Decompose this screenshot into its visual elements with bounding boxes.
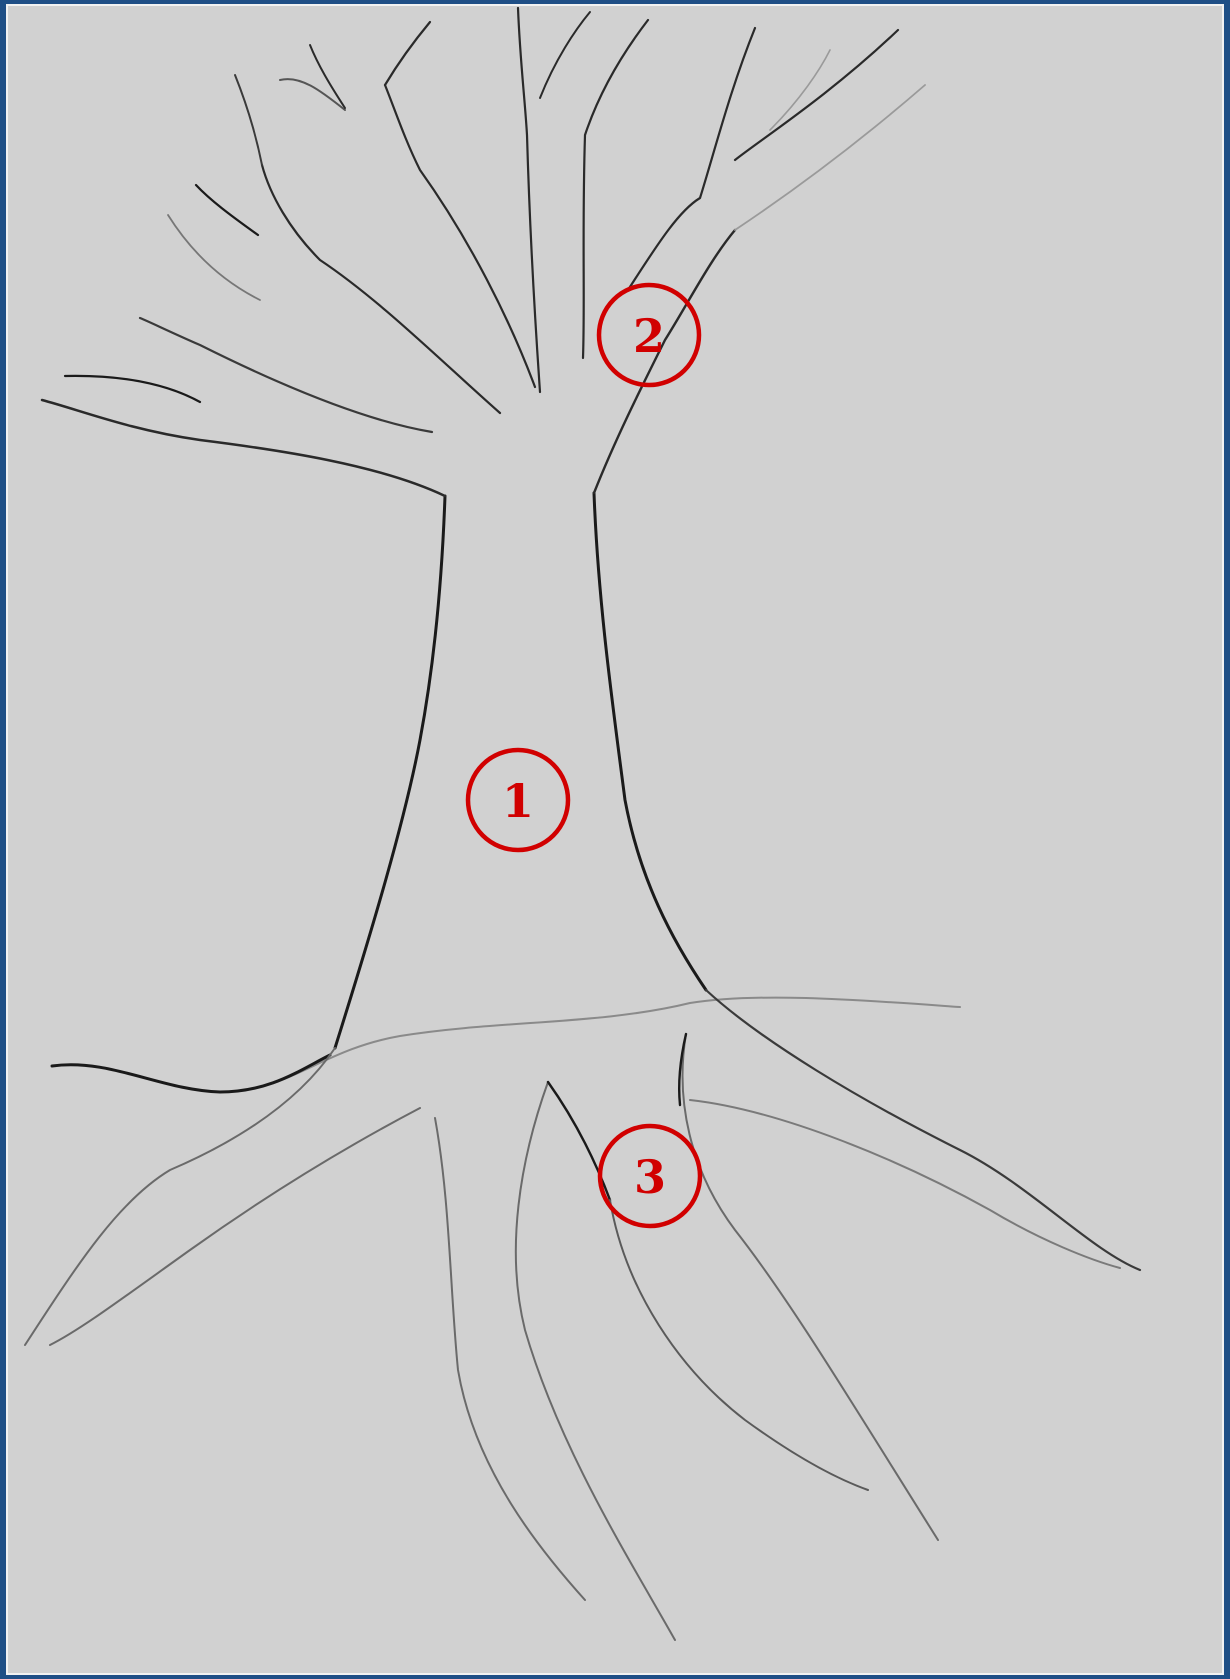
root-right xyxy=(683,1034,938,1540)
branch-right-faint-b xyxy=(770,50,830,130)
marker-1-label: 1 xyxy=(502,774,534,828)
branch-center xyxy=(518,8,540,392)
root-far-right-lower xyxy=(690,1100,1120,1268)
branch-left-upper xyxy=(140,318,432,432)
root-left xyxy=(50,1108,420,1345)
marker-3: 3 xyxy=(600,1126,700,1226)
ground-line xyxy=(52,998,960,1092)
branch-mid-left xyxy=(262,165,500,413)
branch-left-long xyxy=(42,400,445,496)
branch-center-left xyxy=(385,85,535,387)
trunk-right-edge xyxy=(594,493,706,990)
root-far-right xyxy=(706,990,1140,1270)
root-far-left xyxy=(25,1048,335,1345)
branch-mid-left-top xyxy=(235,75,262,165)
ground-line-dark-start xyxy=(52,1055,330,1092)
branch-right-fork xyxy=(735,30,898,160)
branch-center-left-fork xyxy=(310,45,345,108)
marker-2-label: 2 xyxy=(633,309,665,363)
root-center-left xyxy=(435,1118,585,1600)
branch-mid-left-twig xyxy=(196,185,258,235)
branch-center-twig xyxy=(540,12,590,98)
branch-center-left-fork-b xyxy=(385,22,430,85)
branch-right-faint xyxy=(735,85,925,230)
root-center-right xyxy=(610,1200,868,1490)
branch-center-right xyxy=(583,20,648,358)
trunk-left-edge xyxy=(335,496,445,1048)
marker-1: 1 xyxy=(468,750,568,850)
branch-left-twig-a xyxy=(65,376,200,402)
marker-3-label: 3 xyxy=(634,1150,666,1204)
